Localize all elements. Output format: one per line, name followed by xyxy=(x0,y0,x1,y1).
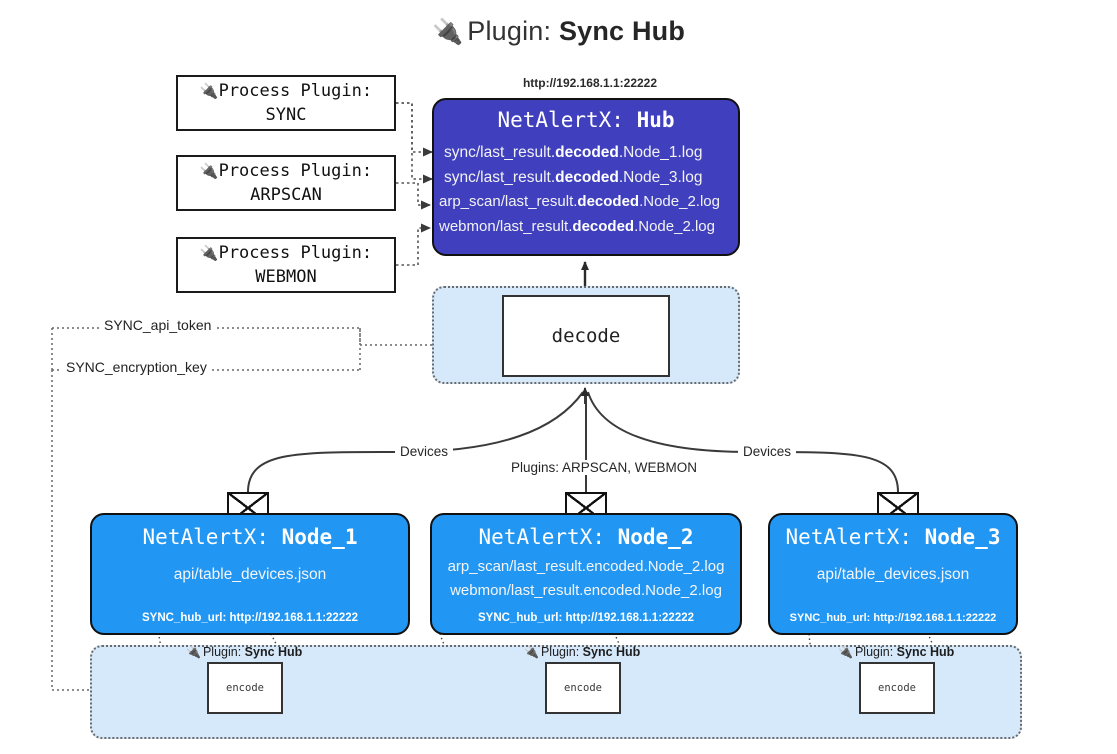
proc-plugin-line1: 🔌Process Plugin: xyxy=(199,80,373,101)
node-hub-url: SYNC_hub_url: http://192.168.1.1:22222 xyxy=(789,612,997,624)
edge-arpscan-to-log3 xyxy=(396,182,431,210)
page-title-prefix: Plugin: xyxy=(467,16,559,46)
node-title-name: Node_1 xyxy=(281,525,358,549)
node-box-node-3[interactable]: NetAlertX: Node_3 api/table_devices.json… xyxy=(768,513,1018,635)
edge-label-devices-left: Devices xyxy=(395,444,454,459)
proc-plugin-name: ARPSCAN xyxy=(250,185,322,205)
page-title: 🔌Plugin: Sync Hub xyxy=(0,16,1117,47)
node-line: webmon/last_result.encoded.Node_2.log xyxy=(450,582,722,599)
encode-box[interactable]: encode xyxy=(207,662,283,714)
node-title-name: Node_2 xyxy=(617,525,694,549)
edge-node1-to-decode xyxy=(247,391,584,493)
hub-log-line: sync/last_result.decoded.Node_1.log xyxy=(444,144,703,161)
node-lines: api/table_devices.json xyxy=(92,563,408,588)
node-line: arp_scan/last_result.encoded.Node_2.log xyxy=(447,558,725,575)
encode-box[interactable]: encode xyxy=(859,662,935,714)
hub-log-line: webmon/last_result.decoded.Node_2.log xyxy=(439,217,715,235)
encode-plugin-label: 🔌Plugin: Sync Hub xyxy=(186,645,303,659)
plug-icon: 🔌 xyxy=(199,161,219,180)
encode-box[interactable]: encode xyxy=(545,662,621,714)
hub-title: NetAlertX: Hub xyxy=(497,108,675,132)
sync-encryption-key-label: SYNC_encryption_key xyxy=(62,359,211,375)
node-hub-url: SYNC_hub_url: http://192.168.1.1:22222 xyxy=(477,612,695,624)
hub-title-name: Hub xyxy=(636,108,675,132)
proc-plugin-line1: 🔌Process Plugin: xyxy=(199,160,373,181)
node-title-name: Node_3 xyxy=(924,525,1001,549)
edge-webmon-to-log4 xyxy=(396,223,431,266)
plug-icon: 🔌 xyxy=(524,645,539,659)
plug-icon: 🔌 xyxy=(838,645,853,659)
plug-icon: 🔌 xyxy=(431,18,464,46)
node-hub-url: SYNC_hub_url: http://192.168.1.1:22222 xyxy=(141,612,359,624)
edge-label-devices-right: Devices xyxy=(738,444,797,459)
hub-box[interactable]: NetAlertX: Hub sync/last_result.decoded.… xyxy=(432,98,740,256)
plug-icon: 🔌 xyxy=(186,645,201,659)
node-line: api/table_devices.json xyxy=(816,566,970,583)
proc-plugin-name: SYNC xyxy=(265,105,307,125)
plug-icon: 🔌 xyxy=(199,243,219,262)
encode-plugin-label: 🔌Plugin: Sync Hub xyxy=(838,645,955,659)
process-plugin-box-webmon[interactable]: 🔌Process Plugin: WEBMON xyxy=(176,237,396,293)
hub-log-line: arp_scan/last_result.decoded.Node_2.log xyxy=(439,193,720,211)
edge-sync-to-log2 xyxy=(396,102,433,184)
node-lines: arp_scan/last_result.encoded.Node_2.log … xyxy=(432,555,740,603)
node-line: api/table_devices.json xyxy=(173,566,327,583)
node-lines: api/table_devices.json xyxy=(770,563,1016,588)
node-box-node-2[interactable]: NetAlertX: Node_2 arp_scan/last_result.e… xyxy=(430,513,742,635)
edge-label-plugins: Plugins: ARPSCAN, WEBMON xyxy=(506,460,703,475)
proc-plugin-line1: 🔌Process Plugin: xyxy=(199,242,373,263)
edge-node3-to-decode xyxy=(587,391,899,493)
hub-log-line: sync/last_result.decoded.Node_3.log xyxy=(444,169,703,187)
node-title: NetAlertX: Node_3 xyxy=(785,525,1001,549)
process-plugin-box-arpscan[interactable]: 🔌Process Plugin: ARPSCAN xyxy=(176,155,396,211)
node-title: NetAlertX: Node_2 xyxy=(478,525,694,549)
process-plugin-box-sync[interactable]: 🔌Process Plugin: SYNC xyxy=(176,75,396,131)
plug-icon: 🔌 xyxy=(199,81,219,100)
encode-plugin-label: 🔌Plugin: Sync Hub xyxy=(524,645,641,659)
decode-box[interactable]: decode xyxy=(502,295,670,377)
edge-sync-to-log1 xyxy=(396,102,433,157)
hub-url-label: http://192.168.1.1:22222 xyxy=(522,76,658,90)
page-title-name: Sync Hub xyxy=(558,16,686,46)
node-box-node-1[interactable]: NetAlertX: Node_1 api/table_devices.json… xyxy=(90,513,410,635)
node-title: NetAlertX: Node_1 xyxy=(142,525,358,549)
sync-api-token-label: SYNC_api_token xyxy=(100,317,216,333)
proc-plugin-name: WEBMON xyxy=(255,267,317,287)
